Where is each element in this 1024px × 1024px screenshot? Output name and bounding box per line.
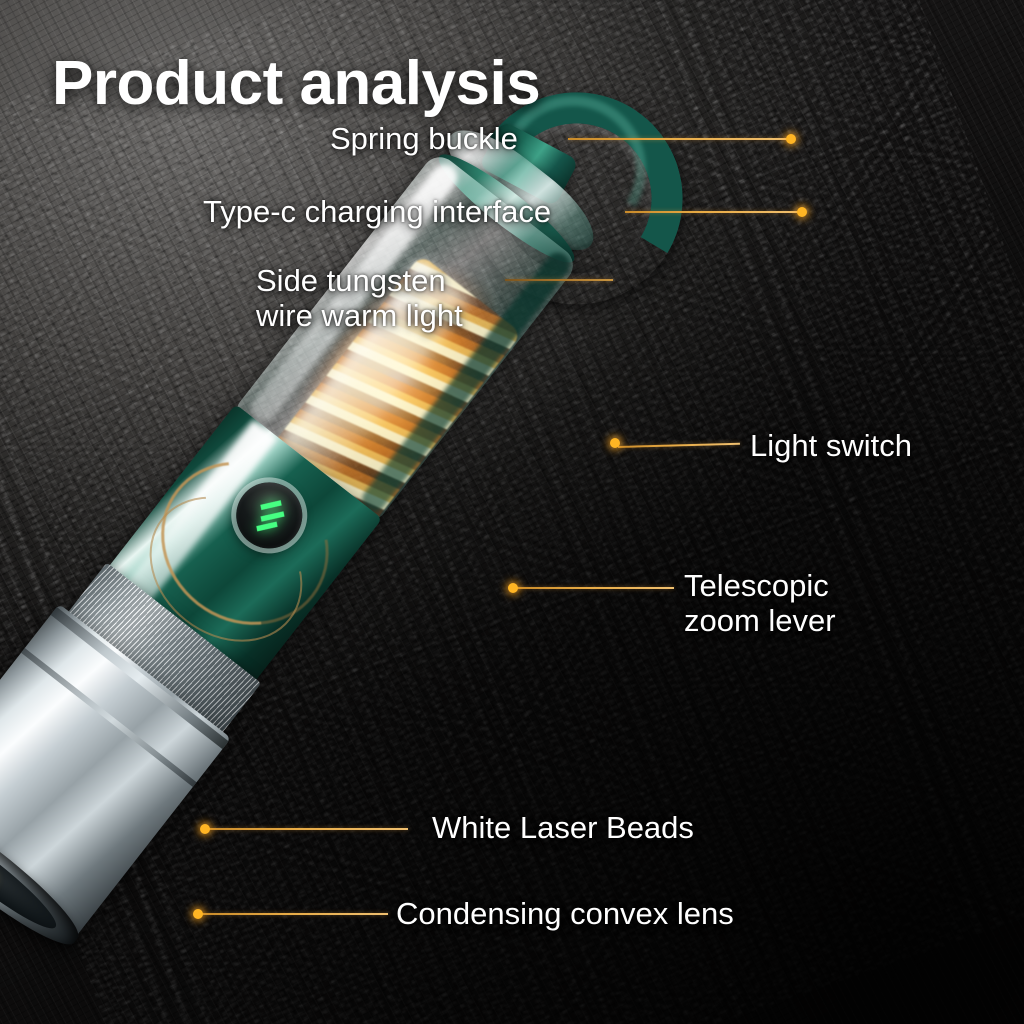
callout-label-convex-lens: Condensing convex lens	[396, 896, 734, 931]
callout-label-spring-buckle: Spring buckle	[330, 121, 518, 156]
leader-line-type-c	[625, 211, 801, 213]
callout-label-zoom-lever: Telescopic zoom lever	[684, 568, 836, 639]
light-switch-button[interactable]	[222, 469, 316, 562]
callout-label-laser-beads: White Laser Beads	[432, 810, 694, 845]
leader-line-convex-lens	[202, 913, 388, 915]
leader-dot-zoom-lever	[508, 583, 518, 593]
lightning-bolt-icon	[256, 500, 285, 532]
callout-label-type-c: Type-c charging interface	[203, 194, 552, 229]
leader-dot-spring-buckle	[786, 134, 796, 144]
leader-dot-laser-beads	[200, 824, 210, 834]
page-title: Product analysis	[52, 49, 541, 118]
leader-dot-type-c	[797, 207, 807, 217]
callout-label-light-switch: Light switch	[750, 428, 912, 463]
leader-line-spring-buckle	[568, 138, 790, 140]
leader-line-laser-beads	[208, 828, 408, 830]
callout-label-tungsten: Side tungsten wire warm light	[256, 263, 463, 334]
leader-dot-convex-lens	[193, 909, 203, 919]
leader-dot-light-switch	[610, 438, 620, 448]
leader-line-tungsten	[505, 279, 613, 281]
flashlight-product-image	[0, 69, 706, 959]
leader-line-zoom-lever	[516, 587, 674, 589]
